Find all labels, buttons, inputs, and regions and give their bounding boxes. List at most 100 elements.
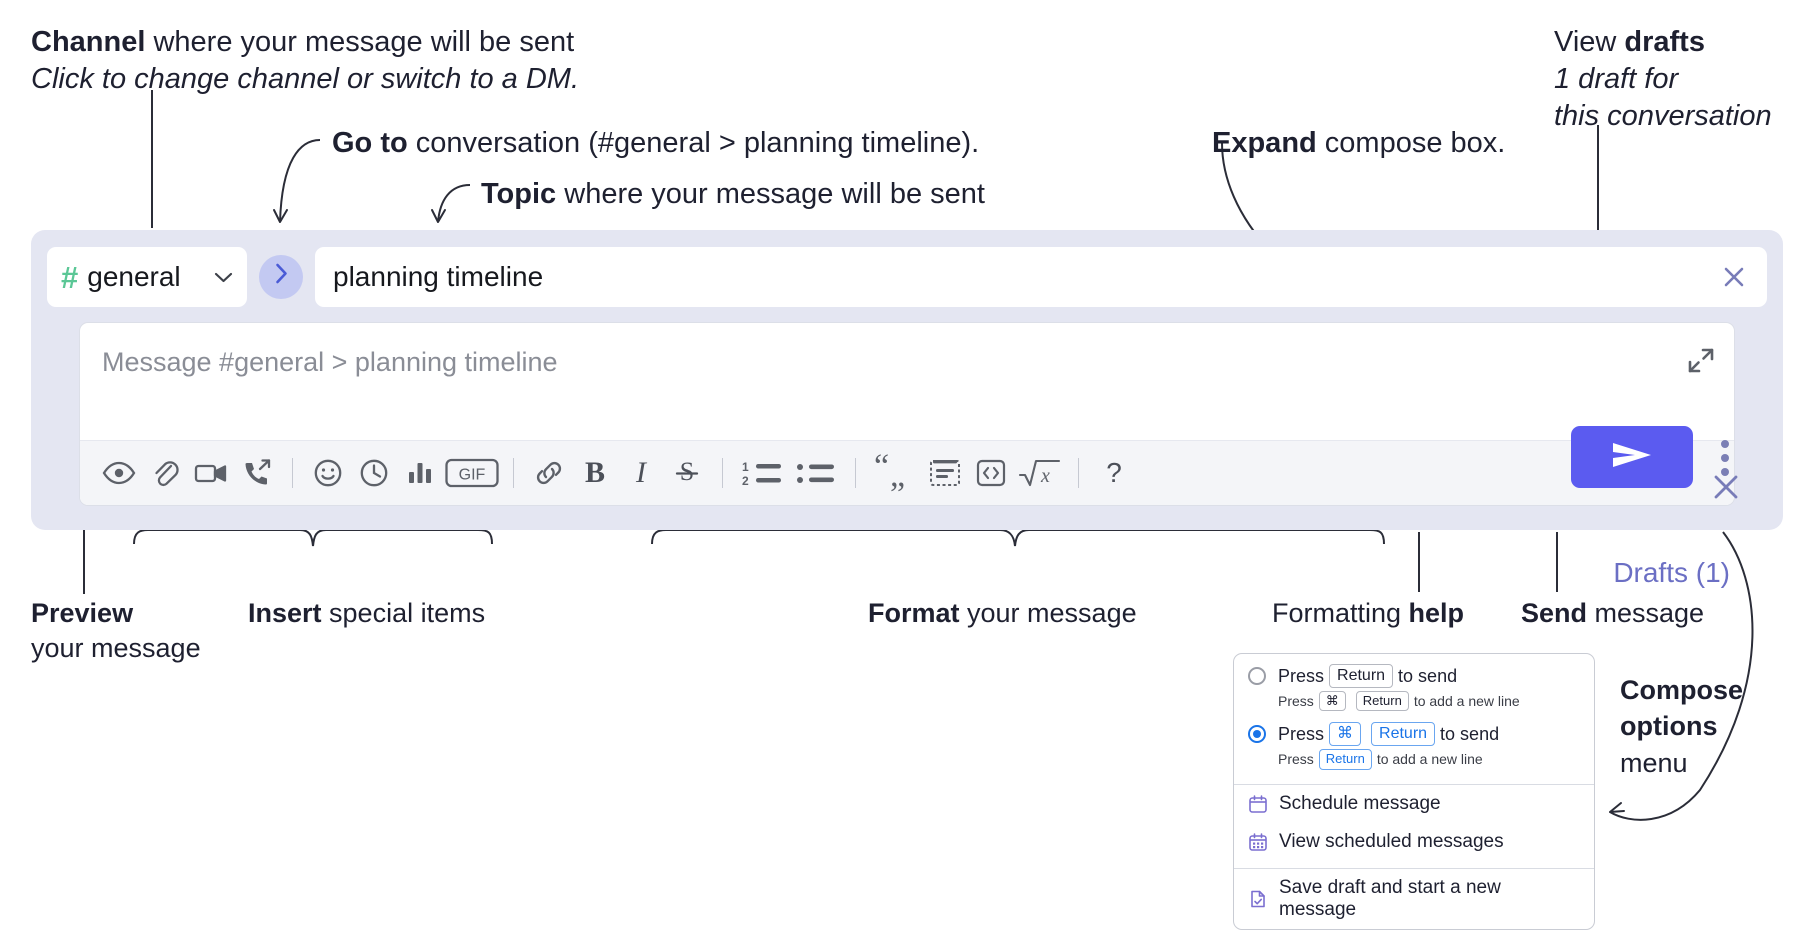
toolbar-separator	[513, 458, 514, 488]
channel-name-label: general	[87, 261, 181, 292]
menu-item-label: Save draft and start a new message	[1279, 876, 1501, 920]
italic-label: I	[636, 456, 646, 489]
help-question-icon[interactable]: ?	[1091, 450, 1137, 496]
annotation-channel: Channel where your message will be sent …	[31, 24, 579, 98]
svg-text:GIF: GIF	[459, 467, 486, 484]
option-lead: Press	[1278, 665, 1325, 686]
close-icon[interactable]	[1709, 470, 1743, 504]
option-lead: Press	[1278, 723, 1325, 744]
annotation-preview: Preview your message	[31, 596, 201, 665]
menu-item-schedule-message[interactable]: Schedule message	[1234, 785, 1594, 823]
key-return: Return	[1318, 749, 1372, 770]
annotation-formatting-help: Formatting help	[1272, 596, 1464, 631]
math-icon[interactable]: x	[1014, 450, 1066, 496]
send-paper-plane-icon	[1609, 439, 1655, 476]
goto-conversation-button[interactable]	[259, 255, 303, 299]
expand-icon[interactable]	[1686, 345, 1716, 375]
option-tail: to send	[1440, 723, 1500, 744]
strikethrough-icon[interactable]: S	[664, 450, 710, 496]
menu-option-1-sub: Press Return to add a new line	[1234, 748, 1594, 776]
annotation-format-bold: Format	[868, 598, 960, 628]
key-command: ⌘	[1318, 691, 1346, 712]
annotation-channel-italic: Click to change channel or switch to a D…	[31, 63, 580, 96]
annotation-drafts: View drafts 1 draft for this conversatio…	[1554, 24, 1772, 135]
annotation-compose-options-rest: menu	[1620, 747, 1688, 778]
compose-options-button[interactable]	[1712, 436, 1738, 480]
code-inline-icon[interactable]	[968, 450, 1014, 496]
leader-goto	[279, 139, 321, 223]
gif-icon[interactable]: GIF	[443, 450, 501, 496]
bar-chart-icon[interactable]	[397, 450, 443, 496]
annotation-drafts-italic-1: 1 draft for	[1554, 63, 1679, 96]
svg-text:„: „	[890, 457, 905, 494]
toolbar-separator	[722, 458, 723, 488]
topic-input[interactable]: planning timeline	[315, 247, 1767, 307]
phone-arrow-icon[interactable]	[234, 450, 280, 496]
more-vertical-dot	[1721, 440, 1729, 448]
bulleted-list-icon[interactable]	[789, 450, 843, 496]
annotation-send: Send message	[1521, 596, 1704, 631]
annotation-preview-rest: your message	[31, 632, 201, 663]
key-return: Return	[1355, 691, 1409, 712]
more-vertical-dot	[1721, 454, 1729, 462]
send-button[interactable]	[1571, 426, 1693, 488]
annotation-channel-bold: Channel	[31, 26, 146, 58]
annotation-help-bold: help	[1408, 598, 1465, 628]
annotation-compose-options: Compose options menu	[1620, 672, 1743, 781]
svg-text:1: 1	[742, 460, 749, 474]
bold-label: B	[584, 456, 605, 489]
menu-option-1[interactable]: Press ⌘ Return to send Press Return to a…	[1234, 718, 1594, 776]
channel-selector[interactable]: # general	[47, 247, 247, 307]
option-tail: to send	[1398, 665, 1458, 686]
italic-icon[interactable]: I	[618, 450, 664, 496]
compose-panel: # general planning timeline	[31, 230, 1783, 588]
sub-lead: Press	[1278, 693, 1314, 710]
toolbar-separator	[292, 458, 293, 488]
annotation-topic: Topic where your message will be sent	[481, 176, 985, 213]
topic-input-value: planning timeline	[333, 261, 544, 292]
calendar-clock-icon	[1248, 794, 1268, 814]
emoji-smiley-icon[interactable]	[305, 450, 351, 496]
key-return: Return	[1329, 664, 1394, 688]
annotation-expand-bold: Expand	[1212, 127, 1317, 159]
bold-icon[interactable]: B	[572, 450, 618, 496]
compose-header-row: # general planning timeline	[47, 247, 1767, 307]
radio-button[interactable]	[1248, 667, 1266, 685]
menu-divider	[1234, 867, 1594, 869]
brace-format	[651, 529, 1385, 547]
more-vertical-dot	[1721, 468, 1729, 476]
file-check-icon	[1248, 889, 1268, 909]
menu-item-save-draft[interactable]: Save draft and start a new message	[1234, 869, 1594, 929]
menu-option-0[interactable]: Press Return to send Press ⌘ Return to a…	[1234, 660, 1594, 718]
svg-text:2: 2	[742, 474, 749, 488]
toolbar-separator	[1078, 458, 1079, 488]
preview-icon[interactable]	[96, 450, 142, 496]
svg-text:x: x	[1040, 465, 1050, 487]
message-input-card[interactable]: Message #general > planning timeline	[79, 322, 1735, 506]
video-camera-icon[interactable]	[188, 450, 234, 496]
menu-option-0-sub: Press ⌘ Return to add a new line	[1234, 690, 1594, 718]
code-block-icon[interactable]	[922, 450, 968, 496]
annotation-drafts-lead: View	[1554, 26, 1625, 58]
calendar-grid-icon	[1248, 832, 1268, 852]
svg-text:S: S	[680, 457, 694, 486]
annotation-goto-bold: Go to	[332, 127, 408, 159]
annotation-compose-options-bold-2: options	[1620, 711, 1718, 742]
annotation-topic-bold: Topic	[481, 178, 557, 210]
radio-button-selected[interactable]	[1248, 725, 1266, 744]
annotation-send-rest: message	[1587, 598, 1705, 628]
link-icon[interactable]	[526, 450, 572, 496]
attachment-icon[interactable]	[142, 450, 188, 496]
close-icon[interactable]	[1719, 262, 1749, 292]
compose-options-menu: Press Return to send Press ⌘ Return to a…	[1233, 653, 1595, 930]
leader-topic	[437, 184, 471, 223]
menu-divider	[1234, 783, 1594, 785]
hash-icon: #	[61, 259, 79, 295]
chevron-right-icon	[275, 263, 288, 291]
message-input-placeholder: Message #general > planning timeline	[102, 347, 558, 377]
blockquote-icon[interactable]: “„	[868, 448, 922, 496]
drafts-link[interactable]: Drafts (1)	[1613, 557, 1730, 588]
menu-item-view-scheduled-messages[interactable]: View scheduled messages	[1234, 823, 1594, 861]
clock-icon[interactable]	[351, 450, 397, 496]
